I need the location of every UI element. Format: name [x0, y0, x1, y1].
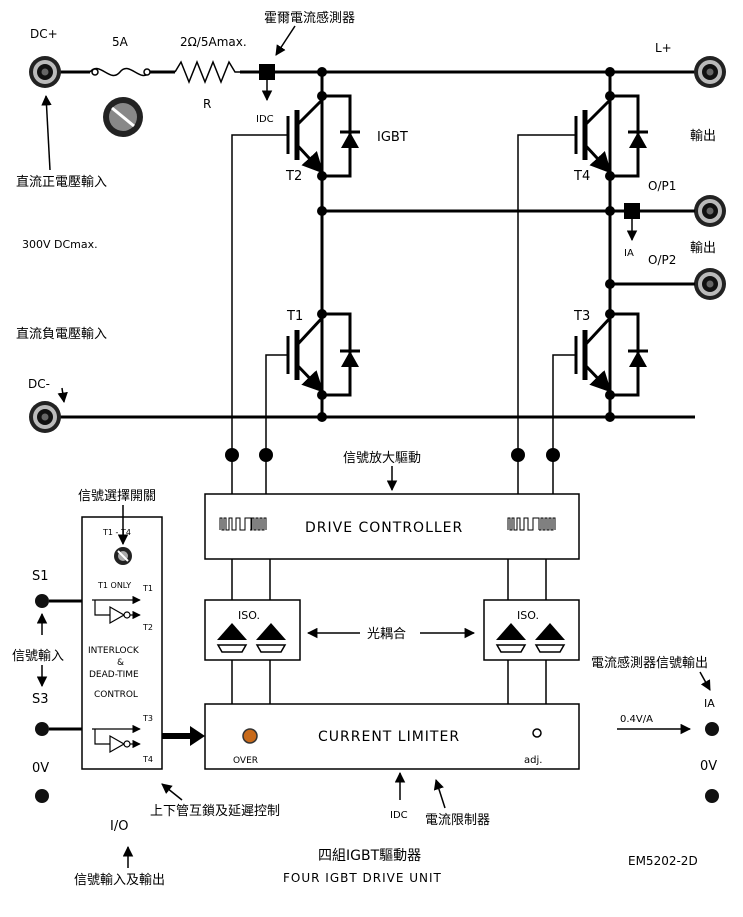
current-limiter-cn-label: 電流限制器: [425, 813, 490, 828]
s1-label: S1: [32, 569, 49, 584]
ia-out-jack[interactable]: [705, 722, 719, 736]
test-point-t3-gate[interactable]: [546, 448, 560, 462]
model-number: EM5202-2D: [628, 854, 698, 868]
test-point-t2-gate[interactable]: [225, 448, 239, 462]
ia-mid-label: IA: [624, 248, 634, 259]
optocoupler-left-icon: [216, 623, 287, 653]
selector-switch-icon[interactable]: [114, 547, 132, 565]
hall-sensor-top: [259, 64, 275, 80]
sel-t3-label: T3: [142, 714, 153, 723]
op1-jack[interactable]: [694, 195, 726, 227]
op2-label: O/P2: [648, 253, 676, 267]
idc-top-label: IDC: [256, 114, 274, 125]
hall-sensor-mid: [624, 203, 640, 219]
igbt-t3: [574, 312, 648, 397]
fuse: [89, 67, 151, 77]
zero-v-left-label: 0V: [32, 761, 49, 776]
io-desc-label: 信號輸入及輸出: [74, 873, 165, 888]
title-cn: 四組IGBT驅動器: [318, 848, 421, 864]
resistor-value: 2Ω/5Amax.: [180, 35, 247, 49]
pwm-left-icon: [219, 517, 267, 531]
adj-trimmer[interactable]: [532, 728, 542, 738]
dc-minus-jack[interactable]: [29, 401, 61, 433]
iso-left-label: ISO.: [238, 609, 260, 622]
igbt-t4: [574, 94, 648, 178]
idc-bottom-label: IDC: [390, 810, 408, 821]
igbt-t1: [286, 312, 360, 397]
adj-label: adj.: [524, 755, 542, 766]
sel-t2-label: T2: [142, 623, 153, 632]
t2-label: T2: [285, 169, 302, 184]
interlock-line2: DEAD-TIME: [89, 670, 139, 680]
zero-v-left-jack[interactable]: [35, 789, 49, 803]
t3-label: T3: [573, 309, 590, 324]
output-top-label: 輸出: [690, 129, 716, 144]
dc-max-label: 300V DCmax.: [22, 238, 98, 251]
over-label: OVER: [233, 756, 258, 766]
sel-t4-label: T4: [142, 755, 153, 764]
controller-iso-links: [231, 559, 547, 704]
l-plus-jack[interactable]: [694, 56, 726, 88]
op2-jack[interactable]: [694, 268, 726, 300]
gate-wiring: [231, 134, 576, 494]
igbt-t2: [286, 94, 360, 178]
signal-input-label: 信號輸入: [12, 649, 64, 664]
pwm-right-icon: [507, 517, 556, 531]
optocoupler-right-icon: [495, 623, 566, 653]
over-led: [242, 728, 258, 744]
interlock-deadtime-label: 上下管互鎖及延遲控制: [150, 803, 280, 819]
buffer-s3-icon: [92, 724, 141, 754]
hall-sensor-label: 霍爾電流感測器: [264, 10, 355, 26]
interlock-line3: CONTROL: [94, 690, 138, 700]
resistor: [174, 59, 240, 85]
fuse-label: 5A: [112, 35, 129, 49]
zero-v-right-jack[interactable]: [705, 789, 719, 803]
current-sensor-out-label: 電流感測器信號輸出: [591, 655, 708, 671]
interlock-amp: &: [117, 658, 124, 668]
t1-label: T1: [286, 309, 303, 324]
dc-plus-jack[interactable]: [29, 56, 61, 88]
op1-label: O/P1: [648, 179, 676, 193]
test-point-t4-gate[interactable]: [511, 448, 525, 462]
l-plus-label: L+: [655, 41, 672, 55]
dc-plus-label: DC+: [30, 27, 58, 41]
t4-label: T4: [573, 169, 590, 184]
scale-label: 0.4V/A: [620, 714, 653, 725]
ia-out-label: IA: [704, 697, 715, 710]
s3-jack[interactable]: [35, 722, 49, 736]
current-limiter-block: [204, 703, 580, 770]
resistor-label: R: [203, 97, 211, 111]
s3-label: S3: [32, 692, 49, 707]
dc-positive-input-label: 直流正電壓輸入: [16, 175, 107, 190]
signal-select-switch-label: 信號選擇開關: [78, 488, 156, 504]
io-label: I/O: [110, 819, 128, 834]
s1-jack[interactable]: [35, 594, 49, 608]
optocoupler-label: 光耦合: [367, 627, 406, 642]
iso-right-label: ISO.: [517, 609, 539, 622]
title-en: FOUR IGBT DRIVE UNIT: [283, 871, 442, 885]
dc-minus-label: DC-: [28, 377, 50, 391]
dc-negative-input-label: 直流負電壓輸入: [16, 327, 107, 342]
sel-t1-only-label: T1 ONLY: [97, 581, 131, 590]
test-point-t1-gate[interactable]: [259, 448, 273, 462]
drive-controller-label: DRIVE CONTROLLER: [305, 520, 463, 536]
signal-amplifier-label: 信號放大驅動: [343, 451, 421, 466]
buffer-s1-icon: [92, 595, 141, 625]
zero-v-right-label: 0V: [700, 759, 717, 774]
current-limiter-label: CURRENT LIMITER: [318, 729, 460, 745]
fuse-holder-icon: [103, 97, 143, 137]
igbt-label: IGBT: [377, 130, 408, 145]
interlock-line1: INTERLOCK: [88, 646, 140, 656]
sel-t1-label: T1: [142, 584, 153, 593]
output-mid-label: 輸出: [690, 241, 716, 256]
sel-t1-t4-label: T1 - T4: [102, 528, 131, 537]
